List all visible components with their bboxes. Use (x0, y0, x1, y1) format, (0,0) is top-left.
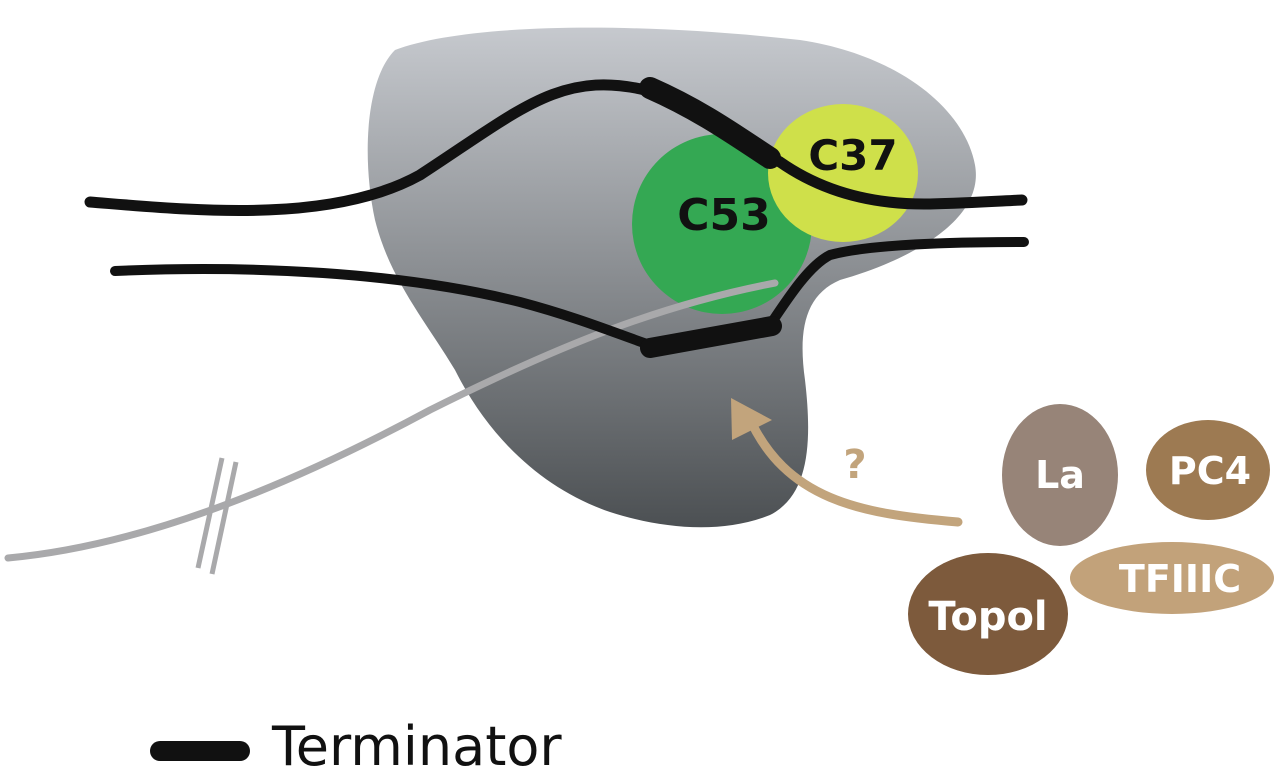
c53-label: C53 (677, 190, 771, 241)
rna-break-mark (195, 457, 225, 569)
terminator-lower (640, 316, 782, 358)
arrow-head-icon (731, 398, 772, 440)
rna-break-mark (209, 461, 239, 575)
legend-terminator-label: Terminator (271, 715, 562, 772)
pc4-factor (1146, 420, 1270, 520)
la-factor (1002, 404, 1118, 546)
pc4-label: PC4 (1169, 449, 1251, 493)
factor-arrow (743, 410, 963, 527)
la-label: La (1035, 453, 1085, 497)
question-mark: ? (843, 442, 866, 488)
rna-transcript (4, 279, 779, 562)
tfiiic-factor (1070, 542, 1274, 614)
c53-subunit (632, 134, 812, 314)
tfiiic-label: TFIIIC (1119, 557, 1241, 601)
terminator-upper (639, 77, 781, 169)
topol-label: Topol (928, 594, 1047, 640)
c37-subunit (768, 104, 918, 242)
topol-factor (908, 553, 1068, 675)
c37-label: C37 (808, 131, 897, 180)
